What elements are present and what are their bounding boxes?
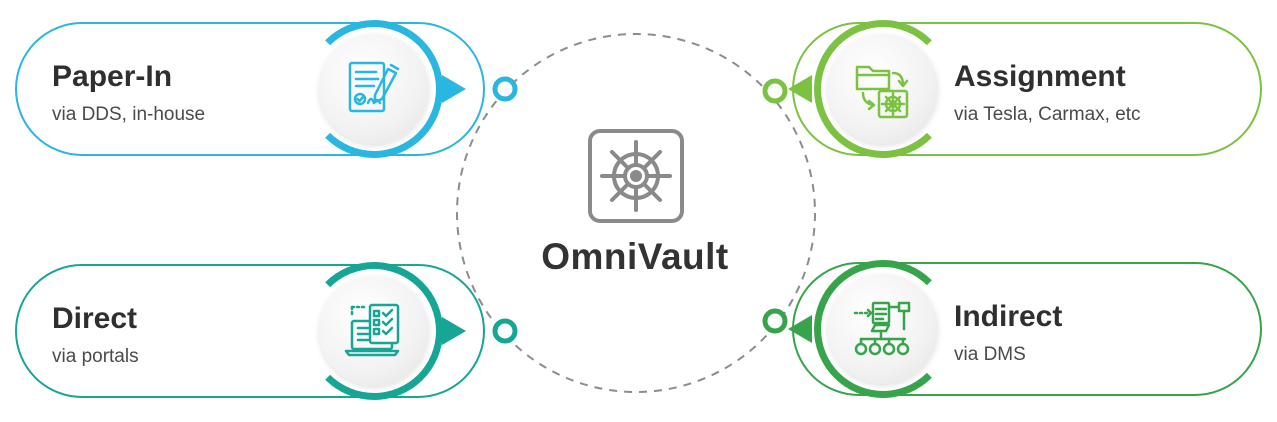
connector-dot-indirect: [762, 308, 788, 334]
center-title: OmniVault: [541, 236, 729, 277]
icon-badge: [305, 20, 443, 158]
channel-card-paper-in: Paper-In via DDS, in-house: [15, 20, 485, 158]
icon-badge: [814, 260, 952, 398]
pointer-arrow: [442, 75, 466, 103]
card-title: Direct: [52, 302, 138, 335]
icon-badge: [305, 262, 443, 400]
channel-card-direct: Direct via portals: [15, 262, 485, 400]
connector-dot-direct: [492, 318, 518, 344]
card-subtitle: via Tesla, Carmax, etc: [954, 104, 1141, 125]
laptop-checklist-icon: [344, 303, 400, 357]
pointer-arrow: [788, 75, 812, 103]
hierarchy-flow-icon: [853, 301, 911, 356]
card-title: Paper-In: [52, 60, 173, 93]
card-subtitle: via DMS: [954, 344, 1026, 365]
card-subtitle: via DDS, in-house: [52, 104, 206, 125]
connector-dot-paper-in: [492, 76, 518, 102]
channel-card-indirect: Indirect via DMS: [788, 260, 1262, 398]
pointer-arrow: [788, 315, 812, 343]
card-title: Indirect: [954, 300, 1063, 333]
pointer-arrow: [442, 317, 466, 345]
icon-badge: [814, 20, 952, 158]
helm-wheel-vault-icon: [587, 128, 685, 229]
connector-dot-assignment: [762, 78, 788, 104]
document-signature-icon: [348, 61, 400, 113]
card-subtitle: via portals: [52, 346, 139, 367]
channel-card-assignment: Assignment via Tesla, Carmax, etc: [788, 20, 1262, 158]
card-title: Assignment: [954, 60, 1126, 93]
folder-transfer-icon: [855, 65, 909, 119]
